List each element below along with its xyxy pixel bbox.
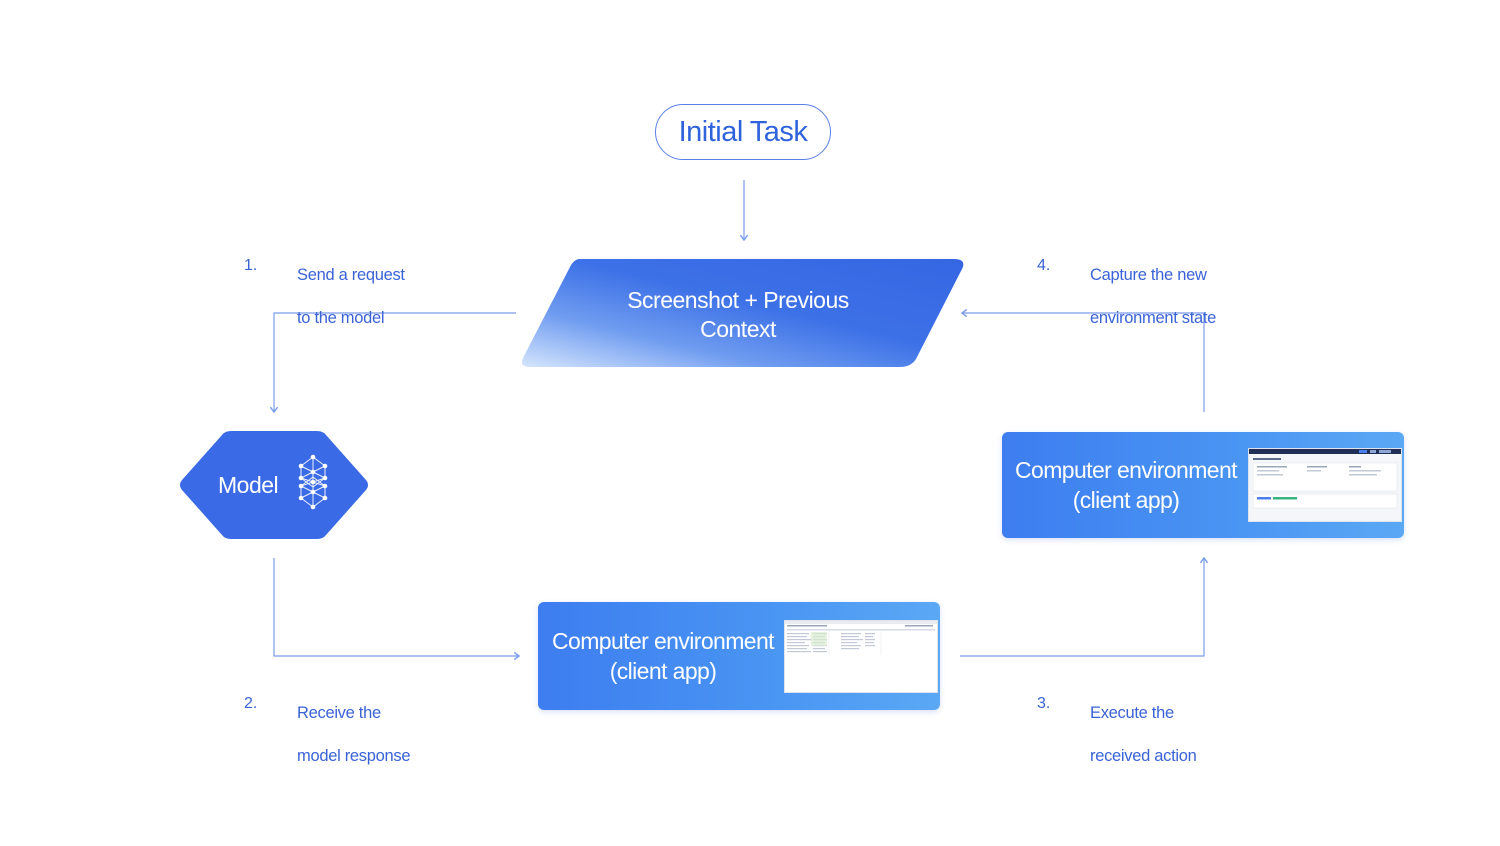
step-1-line-2: to the model xyxy=(297,308,385,327)
step-2-line-1: Receive the xyxy=(297,703,381,722)
step-3-line-1: Execute the xyxy=(1090,703,1174,722)
step-4-line-1: Capture the new xyxy=(1090,265,1207,284)
context-line-2: Context xyxy=(700,316,776,342)
step-4-label: Capture the new environment state xyxy=(1090,243,1216,351)
step-4-number: 4. xyxy=(1037,257,1051,274)
neural-network-icon xyxy=(298,454,328,510)
step-2-number: 2. xyxy=(244,695,258,712)
app-screenshot-graphic xyxy=(1249,449,1401,509)
step-4-line-2: environment state xyxy=(1090,308,1217,327)
step-1-number: 1. xyxy=(244,257,258,274)
initial-task-pill: Initial Task xyxy=(655,104,831,160)
model-hexagon xyxy=(180,431,368,539)
model-label: Model xyxy=(218,472,279,498)
spreadsheet-screenshot-thumbnail xyxy=(784,620,938,693)
step-3-label: Execute the received action xyxy=(1090,681,1197,789)
spreadsheet-screenshot-graphic xyxy=(785,621,937,692)
step-2-label: Receive the model response xyxy=(297,681,411,789)
computer-environment-card-bottom: Computer environment (client app) xyxy=(538,602,940,710)
env-right-line-1: Computer environment xyxy=(1015,457,1238,483)
step-1-label: Send a request to the model xyxy=(297,243,405,351)
env-right-line-2: (client app) xyxy=(1072,487,1180,513)
step-3-line-2: received action xyxy=(1090,746,1197,765)
arrow-context-to-model xyxy=(274,312,516,412)
step-3-number: 3. xyxy=(1037,695,1051,712)
env-right-label: Computer environment (client app) xyxy=(1002,455,1250,515)
step-1-line-1: Send a request xyxy=(297,265,405,284)
initial-task-label: Initial Task xyxy=(678,115,808,148)
step-2-line-2: model response xyxy=(297,746,411,765)
arrow-env-to-context xyxy=(962,313,1205,412)
context-line-1: Screenshot + Previous xyxy=(627,287,849,313)
context-parallelogram xyxy=(522,259,964,367)
context-label: Screenshot + Previous Context xyxy=(560,284,916,346)
env-bottom-line-2: (client app) xyxy=(609,658,717,684)
app-screenshot-thumbnail xyxy=(1248,448,1402,522)
computer-environment-card-right: Computer environment (client app) xyxy=(1002,432,1404,538)
env-bottom-label: Computer environment (client app) xyxy=(538,626,788,686)
env-bottom-line-1: Computer environment xyxy=(552,628,775,654)
arrow-model-to-env xyxy=(273,558,519,656)
arrow-env-to-env xyxy=(960,558,1204,657)
